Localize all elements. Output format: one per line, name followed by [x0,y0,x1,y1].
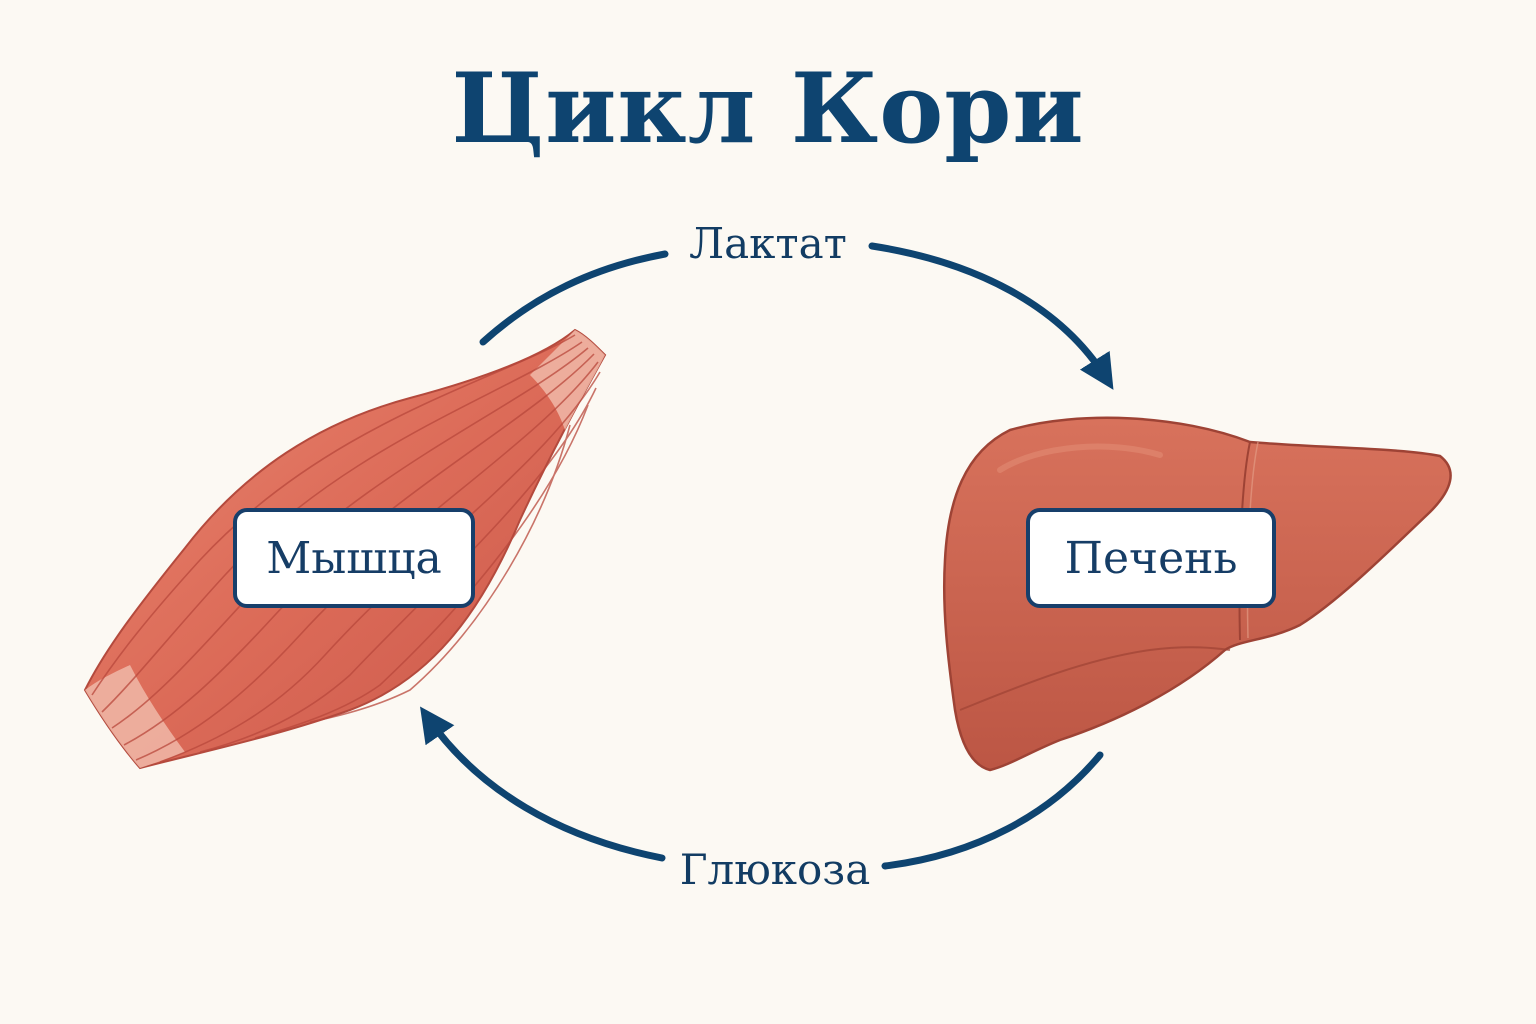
glucose-arrow [881,751,1104,870]
glucose-arrow-head [420,706,666,862]
glucose-label: Глюкоза [680,845,871,894]
lactate-label: Лактат [689,219,847,268]
diagram-title: Цикл Кори [451,52,1085,165]
lactate-arrow-head [868,242,1114,390]
muscle-label: Мышца [233,508,475,608]
liver-label: Печень [1026,508,1276,608]
lactate-arrow [479,250,669,346]
